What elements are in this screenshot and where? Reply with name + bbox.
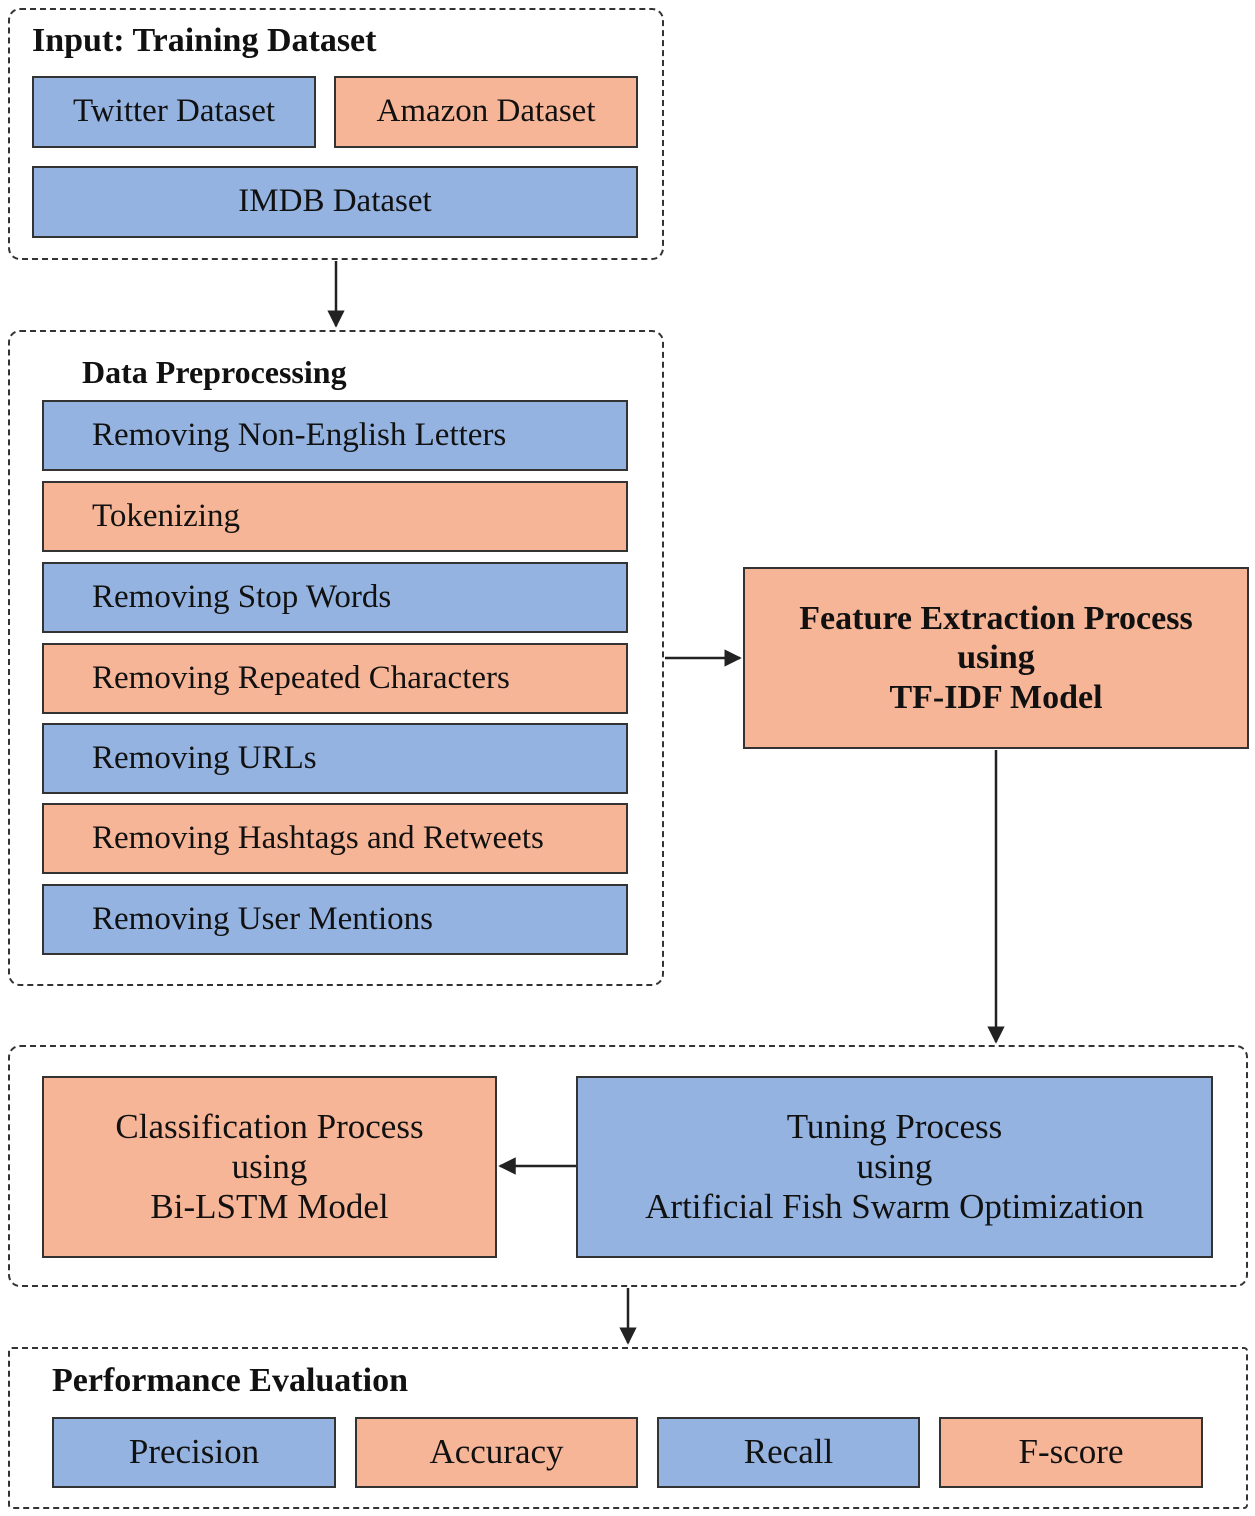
metric-precision: Precision bbox=[52, 1417, 336, 1488]
step-repeated-characters: Removing Repeated Characters bbox=[42, 643, 628, 714]
feature-line-1: Feature Extraction Process bbox=[799, 600, 1193, 638]
step-non-english: Removing Non-English Letters bbox=[42, 400, 628, 471]
step-stop-words: Removing Stop Words bbox=[42, 562, 628, 633]
classification-line-1: Classification Process bbox=[115, 1106, 424, 1146]
model-group bbox=[8, 1045, 1248, 1287]
input-title: Input: Training Dataset bbox=[32, 22, 377, 59]
classification-line-3: Bi-LSTM Model bbox=[150, 1187, 389, 1227]
metric-fscore: F-score bbox=[939, 1417, 1203, 1488]
tuning-box: Tuning Process using Artificial Fish Swa… bbox=[576, 1076, 1213, 1258]
tuning-line-2: using bbox=[856, 1146, 933, 1186]
evaluation-title: Performance Evaluation bbox=[52, 1362, 408, 1399]
step-user-mentions: Removing User Mentions bbox=[42, 884, 628, 955]
feature-extraction-box: Feature Extraction Process using TF-IDF … bbox=[743, 567, 1249, 749]
preprocessing-title: Data Preprocessing bbox=[82, 354, 347, 390]
input-group bbox=[8, 8, 664, 260]
tuning-line-3: Artificial Fish Swarm Optimization bbox=[645, 1187, 1144, 1227]
classification-box: Classification Process using Bi-LSTM Mod… bbox=[42, 1076, 497, 1258]
metric-recall: Recall bbox=[657, 1417, 920, 1488]
amazon-dataset-box: Amazon Dataset bbox=[334, 76, 638, 148]
imdb-dataset-box: IMDB Dataset bbox=[32, 166, 638, 238]
step-urls: Removing URLs bbox=[42, 723, 628, 794]
step-hashtags-retweets: Removing Hashtags and Retweets bbox=[42, 803, 628, 874]
evaluation-group bbox=[8, 1347, 1248, 1509]
tuning-line-1: Tuning Process bbox=[786, 1106, 1003, 1146]
classification-line-2: using bbox=[231, 1146, 308, 1186]
feature-line-3: TF-IDF Model bbox=[889, 678, 1103, 716]
step-tokenizing: Tokenizing bbox=[42, 481, 628, 552]
preprocessing-group bbox=[8, 330, 664, 986]
feature-line-2: using bbox=[957, 639, 1035, 677]
metric-accuracy: Accuracy bbox=[355, 1417, 638, 1488]
twitter-dataset-box: Twitter Dataset bbox=[32, 76, 316, 148]
